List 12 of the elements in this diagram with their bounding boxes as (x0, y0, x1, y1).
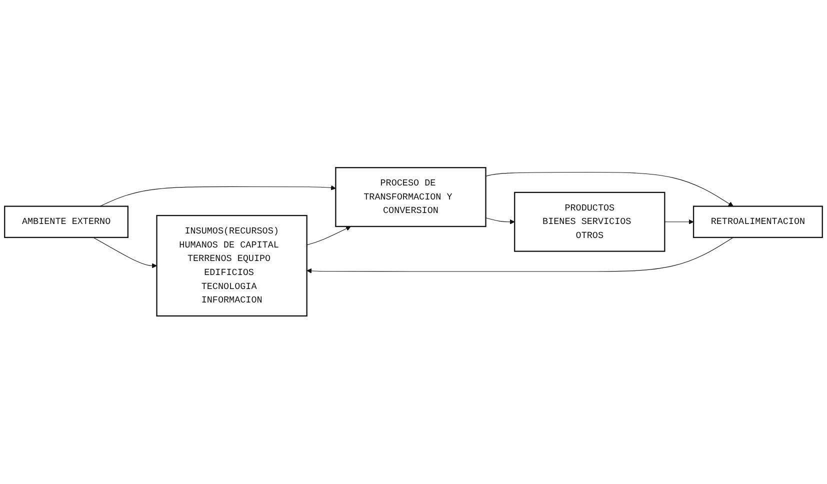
arrow (93, 237, 157, 268)
arrow (485, 218, 515, 225)
node-box: INSUMOS(RECURSOS) HUMANOS DE CAPITAL TERRENOS EQUIPO EDIFICIOS TECNOLOGIA INFORMACION (156, 215, 308, 317)
node-box: PRODUCTOS BIENES SERVICIOS OTROS (514, 192, 666, 252)
node-box: AMBIENTE EXTERNO (4, 206, 128, 238)
arrow (100, 186, 336, 207)
arrow (306, 237, 734, 274)
node-box: RETROALIMENTACION (692, 206, 823, 238)
arrow (664, 220, 694, 225)
arrow (485, 172, 734, 207)
node-box: PROCESO DE TRANSFORMACION Y CONVERSION (335, 167, 486, 228)
arrow (306, 226, 351, 246)
